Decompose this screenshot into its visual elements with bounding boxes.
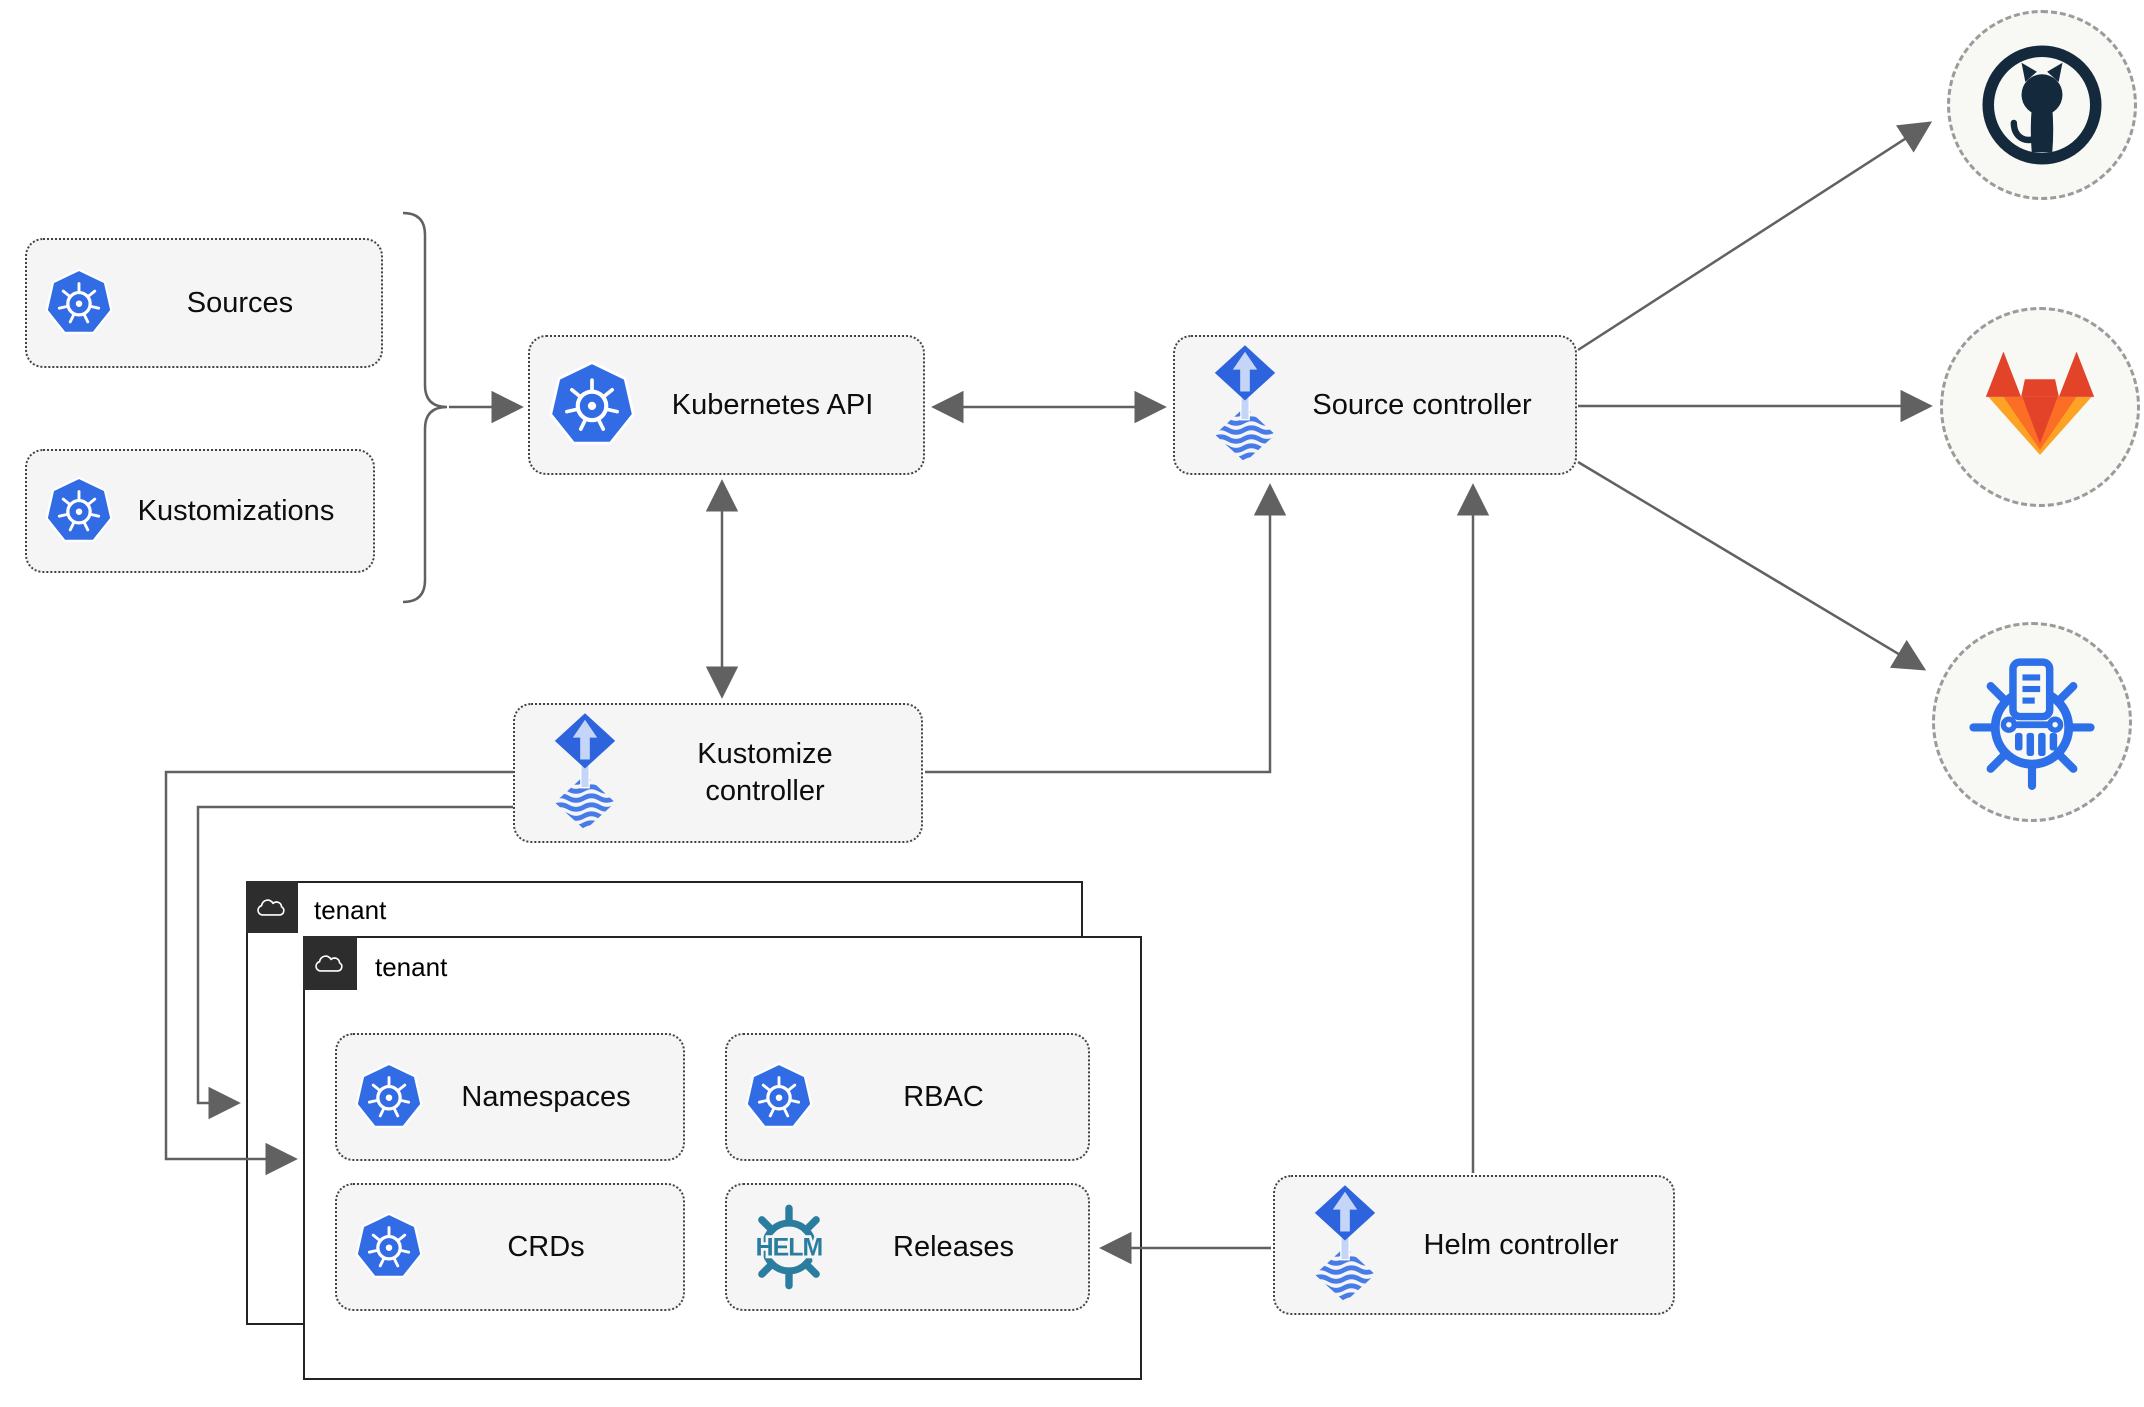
kubernetes-icon	[743, 1061, 815, 1133]
github-target	[1947, 10, 2137, 200]
kubernetes-icon	[353, 1061, 425, 1133]
group-brace	[402, 211, 448, 604]
sources-label: Sources	[186, 286, 294, 319]
helm-controller-label: Helm controller	[1423, 1228, 1619, 1261]
rbac-label: RBAC	[903, 1080, 984, 1113]
kustomize-controller-label: Kustomize controller	[697, 738, 833, 807]
edge-kustomize-controller-to-source-controller	[925, 483, 1287, 774]
source-controller-node: Source controller	[1173, 335, 1577, 475]
tenant-front-label: tenant	[375, 952, 448, 982]
kustomize-controller-node: Kustomize controller	[513, 703, 923, 843]
kubernetes-api-node: Kubernetes API	[528, 335, 925, 475]
cloud-icon	[254, 895, 290, 919]
cloud-icon	[312, 951, 348, 975]
edge-source-controller-to-github	[1577, 121, 1933, 352]
helm-icon: HELM	[753, 1201, 826, 1293]
crds-node: CRDs	[335, 1183, 685, 1311]
kubernetes-icon	[43, 267, 115, 339]
manifest-registry-icon	[1964, 654, 2100, 790]
namespaces-label: Namespaces	[461, 1080, 631, 1113]
kubernetes-icon	[353, 1211, 425, 1283]
flux-icon	[1205, 344, 1285, 466]
flux-icon	[1305, 1184, 1385, 1306]
kubernetes-icon	[546, 359, 638, 451]
releases-label: Releases	[893, 1230, 1014, 1263]
edge-source-controller-to-registry	[1577, 460, 1927, 671]
source-controller-label: Source controller	[1312, 388, 1532, 421]
kustomizations-label: Kustomizations	[137, 494, 335, 527]
helm-controller-node: Helm controller	[1273, 1175, 1675, 1315]
helm-logo-text: HELM	[756, 1234, 823, 1261]
kubernetes-icon	[43, 475, 115, 547]
crds-label: CRDs	[507, 1230, 585, 1263]
tenant-back-tab	[246, 881, 298, 933]
github-icon	[1978, 41, 2106, 169]
gitlab-icon	[1977, 344, 2103, 470]
sources-node: Sources	[25, 238, 383, 368]
flux-icon	[545, 712, 625, 834]
kubernetes-api-label: Kubernetes API	[671, 388, 874, 421]
tenant-front-tab	[303, 936, 357, 990]
gitlab-target	[1940, 307, 2140, 507]
kustomizations-node: Kustomizations	[25, 449, 375, 573]
tenant-back-label: tenant	[314, 895, 387, 925]
registry-target	[1932, 622, 2132, 822]
namespaces-node: Namespaces	[335, 1033, 685, 1161]
releases-node: HELM Releases	[725, 1183, 1090, 1311]
rbac-node: RBAC	[725, 1033, 1090, 1161]
